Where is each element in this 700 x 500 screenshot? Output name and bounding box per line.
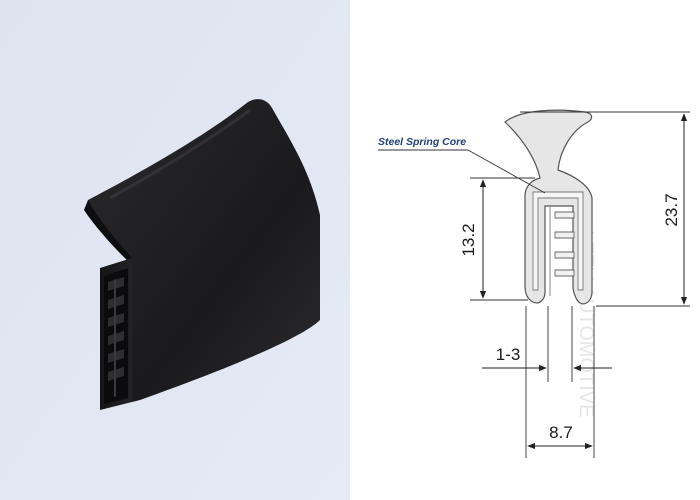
product-render-image	[0, 0, 350, 500]
product-render-panel	[0, 0, 350, 500]
cross-section-drawing: LETU AUTOMOTIVE	[378, 109, 690, 458]
dimension-grip-height: 13.2	[459, 179, 487, 299]
svg-text:1-3: 1-3	[496, 345, 521, 364]
svg-text:Steel Spring Core: Steel Spring Core	[378, 136, 466, 148]
seal-profile-cross-section	[504, 109, 593, 305]
svg-text:13.2: 13.2	[459, 223, 478, 256]
technical-drawing-panel: LETU AUTOMOTIVE	[350, 0, 700, 500]
steel-spring-core-callout: Steel Spring Core	[378, 136, 546, 194]
dimension-width: 8.7	[527, 423, 593, 450]
edge-trim-seal-3d	[84, 99, 320, 410]
extension-lines	[470, 111, 690, 458]
svg-text:23.7: 23.7	[662, 193, 681, 226]
svg-text:8.7: 8.7	[549, 423, 573, 442]
dimension-flange-range: 1-3	[482, 345, 612, 372]
dimension-total-height: 23.7	[662, 113, 688, 305]
